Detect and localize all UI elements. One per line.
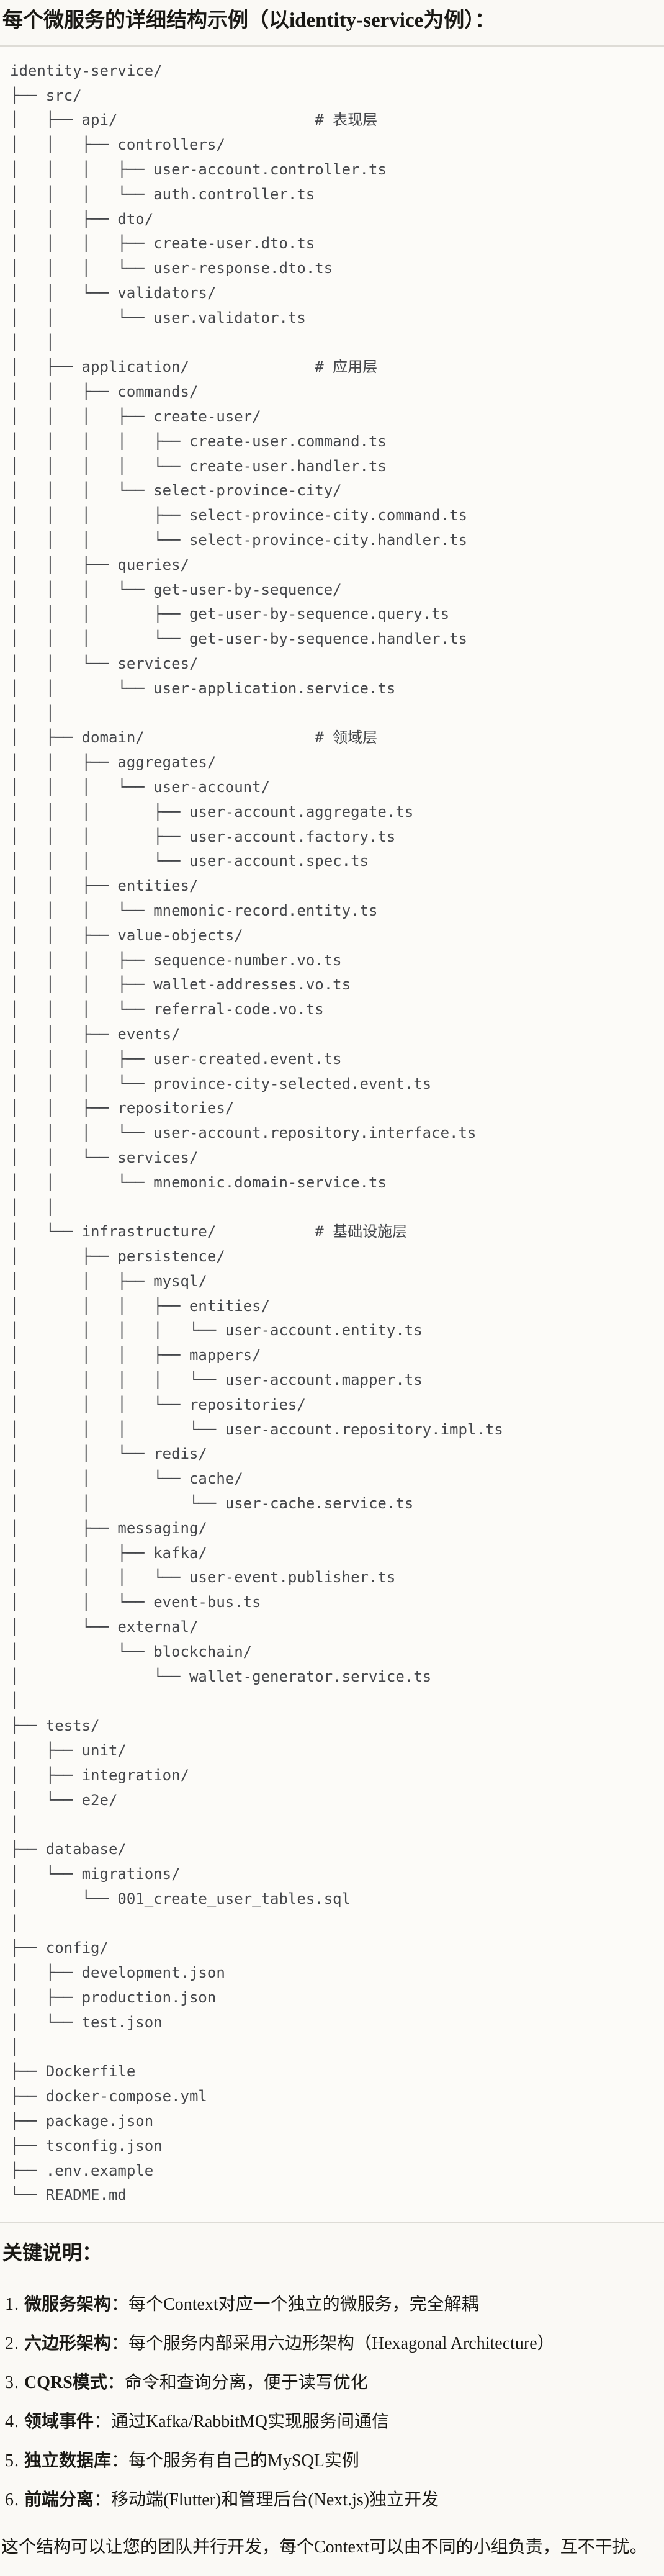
page-title: 每个微服务的详细结构示例（以identity-service为例）： <box>2 9 495 32</box>
item-number: 5. <box>5 2451 24 2470</box>
item-description: ：命令和查询分离，便于读写优化 <box>107 2372 368 2392</box>
item-number: 2. <box>5 2333 24 2353</box>
item-description: ：每个Context对应一个独立的微服务，完全解耦 <box>111 2294 479 2314</box>
item-term: 前端分离 <box>24 2490 94 2510</box>
list-item: 1. 微服务架构：每个Context对应一个独立的微服务，完全解耦 <box>5 2277 664 2316</box>
item-description: ：通过Kafka/RabbitMQ实现服务间通信 <box>94 2412 389 2431</box>
list-item: 5. 独立数据库：每个服务有自己的MySQL实例 <box>5 2433 664 2472</box>
key-notes-section: 关键说明： 1. 微服务架构：每个Context对应一个独立的微服务，完全解耦 … <box>0 2239 664 2576</box>
item-number: 4. <box>5 2412 24 2431</box>
item-number: 1. <box>5 2294 24 2314</box>
item-term: 六边形架构 <box>24 2333 112 2353</box>
item-description: ：每个服务有自己的MySQL实例 <box>111 2451 359 2470</box>
item-description: ：每个服务内部采用六边形架构（Hexagonal Architecture） <box>111 2333 555 2353</box>
notes-heading: 关键说明： <box>2 2241 102 2264</box>
code-block: identity-service/ ├── src/ │ ├── api/ # … <box>0 45 664 2223</box>
item-number: 6. <box>5 2490 24 2510</box>
directory-tree: identity-service/ ├── src/ │ ├── api/ # … <box>10 61 503 2204</box>
item-description: ：移动端(Flutter)和管理后台(Next.js)独立开发 <box>94 2490 439 2510</box>
closing-paragraph: 这个结构可以让您的团队并行开发，每个Context可以由不同的小组负责，互不干扰… <box>1 2537 647 2557</box>
item-term: 独立数据库 <box>24 2451 112 2470</box>
item-term: 微服务架构 <box>24 2294 112 2314</box>
item-term: 领域事件 <box>24 2412 94 2431</box>
list-item: 3. CQRS模式：命令和查询分离，便于读写优化 <box>5 2355 664 2394</box>
list-item: 2. 六边形架构：每个服务内部采用六边形架构（Hexagonal Archite… <box>5 2316 664 2355</box>
key-points-list: 1. 微服务架构：每个Context对应一个独立的微服务，完全解耦 2. 六边形… <box>0 2277 664 2511</box>
item-number: 3. <box>5 2372 24 2392</box>
item-term: CQRS模式 <box>24 2372 107 2392</box>
list-item: 6. 前端分离：移动端(Flutter)和管理后台(Next.js)独立开发 <box>5 2472 664 2511</box>
list-item: 4. 领域事件：通过Kafka/RabbitMQ实现服务间通信 <box>5 2394 664 2433</box>
